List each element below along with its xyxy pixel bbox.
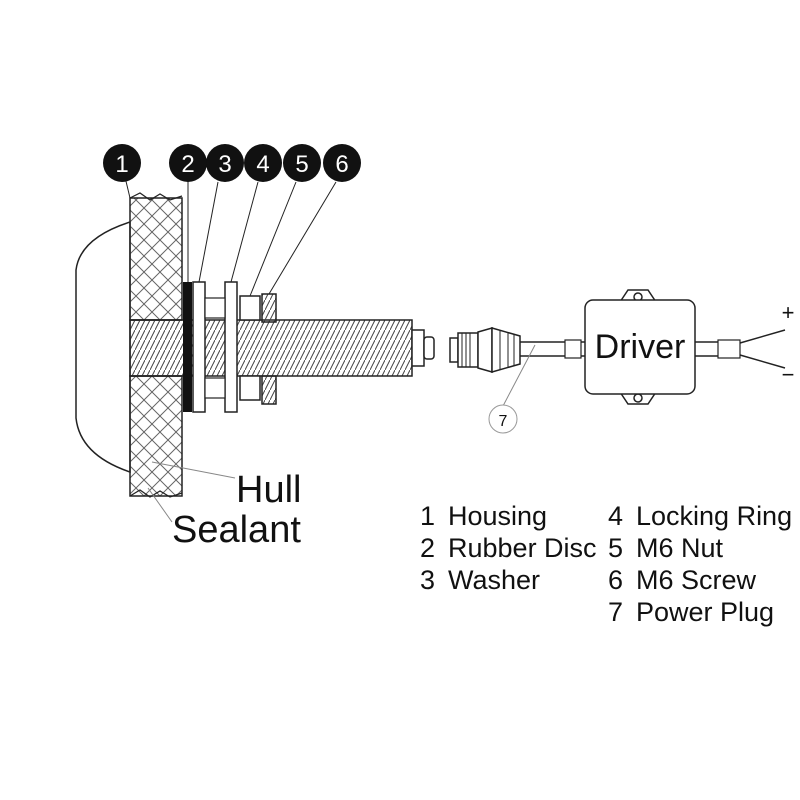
hull-panel-top [129, 197, 183, 321]
m6-screw-top [261, 293, 277, 323]
rubber-disc [183, 282, 192, 412]
callout-4: 4 [244, 144, 282, 182]
m6-screw-bottom [261, 375, 277, 405]
callout-5: 5 [283, 144, 321, 182]
plus-terminal-label: + [782, 300, 795, 325]
driver-box: Driver [584, 289, 696, 405]
m6-nut-bottom [239, 375, 261, 401]
locking-ring [224, 281, 238, 413]
svg-text:5: 5 [295, 151, 308, 178]
callout-6: 6 [323, 144, 361, 182]
callout-1: 1 [103, 144, 141, 182]
svg-text:3: 3 [218, 151, 231, 178]
minus-terminal-label: − [782, 362, 795, 387]
svg-text:7: 7 [499, 413, 508, 430]
threaded-stem [129, 319, 413, 377]
callout-3: 3 [206, 144, 244, 182]
driver-label: Driver [595, 328, 686, 366]
hull-panel-bottom [129, 375, 183, 497]
callout-2: 2 [169, 144, 207, 182]
svg-text:2: 2 [181, 151, 194, 178]
callout-7: 7 [488, 404, 518, 434]
housing-dome [75, 220, 131, 474]
svg-text:4: 4 [256, 151, 269, 178]
m6-nut-top [239, 295, 261, 321]
hull-label: Hull [236, 469, 301, 511]
svg-text:1: 1 [115, 151, 128, 178]
sealant-label: Sealant [172, 509, 301, 551]
svg-text:6: 6 [335, 151, 348, 178]
power-plug [449, 327, 521, 373]
stem-end-cap [411, 329, 425, 367]
washer [192, 281, 206, 413]
